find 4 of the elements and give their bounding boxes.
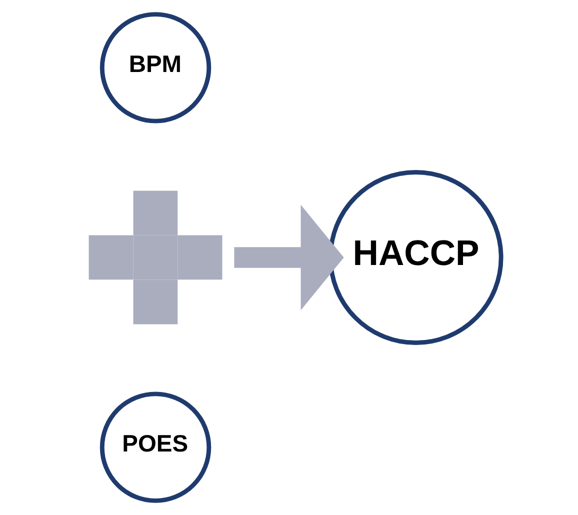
node-circle: POES <box>100 392 212 503</box>
node-circle: HACCP <box>328 170 504 345</box>
node-circle: BPM <box>100 12 212 124</box>
arrow <box>234 204 344 310</box>
